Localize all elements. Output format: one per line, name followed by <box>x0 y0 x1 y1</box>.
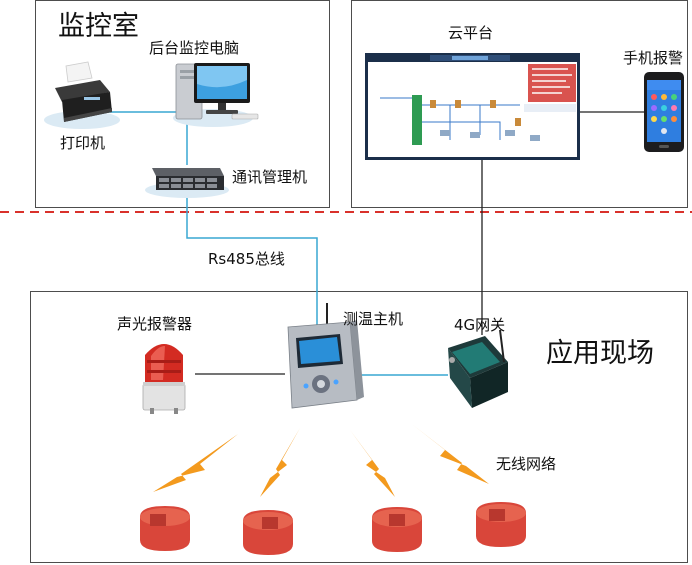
field-site-title: 应用现场 <box>546 338 654 369</box>
host-label: 测温主机 <box>343 310 404 328</box>
rs485-bus-line <box>186 192 318 325</box>
field-site-panel <box>30 291 688 563</box>
connection-lines <box>100 111 645 376</box>
wireless-temperature-sensor-2 <box>243 510 293 555</box>
desktop-computer-icon <box>173 63 259 127</box>
printer-icon <box>44 61 120 129</box>
rs485-bus-label: Rs485总线 <box>208 250 285 268</box>
printer-label: 打印机 <box>60 134 106 152</box>
wireless-temperature-sensor-4 <box>476 502 526 547</box>
monitor-room-title: 监控室 <box>58 11 139 42</box>
temperature-host-device <box>287 303 364 409</box>
4g-gateway-device <box>448 329 508 408</box>
audio-visual-alarm-label: 声光报警器 <box>117 315 193 333</box>
cloud-platform-title: 云平台 <box>448 24 494 42</box>
cloud-dashboard-screenshot <box>365 53 580 160</box>
wireless-temperature-sensor-3 <box>372 507 422 552</box>
gateway-label: 4G网关 <box>454 316 506 334</box>
mobile-phone-icon <box>644 72 684 152</box>
phone-alarm-label: 手机报警 <box>623 49 684 67</box>
rack-server-icon <box>145 168 229 198</box>
wireless-temperature-sensor-1 <box>140 506 190 551</box>
comm-server-label: 通讯管理机 <box>232 168 308 186</box>
wireless-signal-icon <box>153 425 489 497</box>
alarm-light-icon <box>142 344 186 414</box>
backend-pc-label: 后台监控电脑 <box>149 39 240 57</box>
wireless-network-label: 无线网络 <box>496 455 557 473</box>
